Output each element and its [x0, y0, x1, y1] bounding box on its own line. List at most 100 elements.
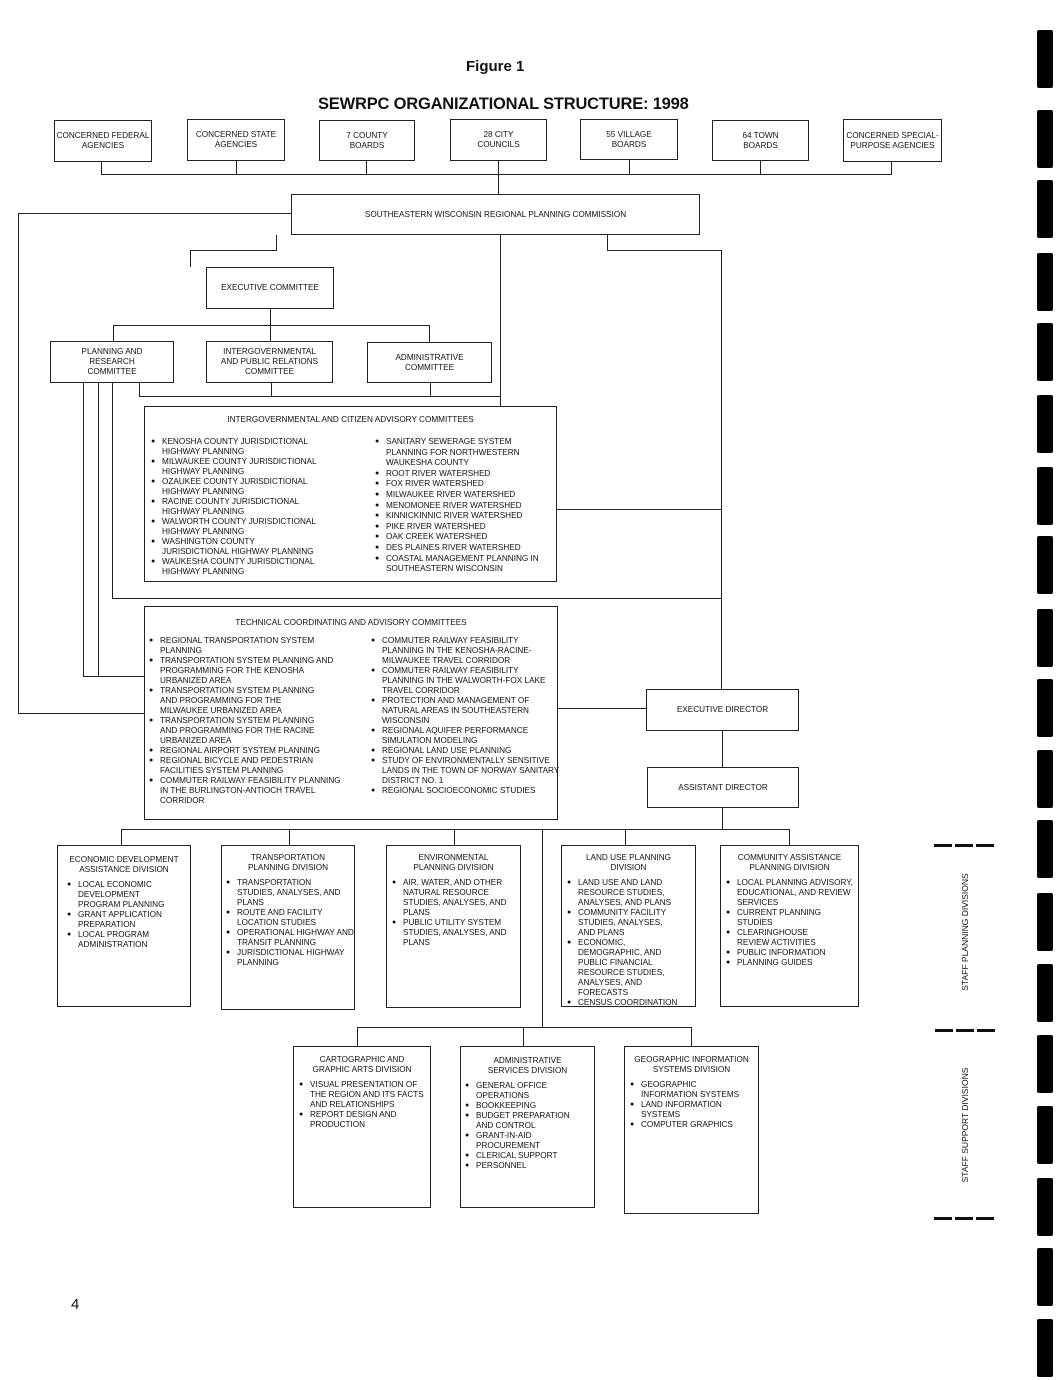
list-item: Air, Water, and Other Natural Resource S… — [392, 878, 511, 918]
list-item: Washington County Jurisdictional Highway… — [151, 537, 322, 557]
division-administrative-services: Administrative Services Division General… — [460, 1046, 595, 1208]
divider-dash — [977, 1029, 995, 1032]
list-item: Regional Land Use Planning — [371, 746, 557, 756]
division-title: Administrative Services Division — [487, 1056, 568, 1075]
list-item: Local Program Administration — [67, 930, 168, 950]
connector — [430, 383, 432, 396]
connector — [429, 325, 431, 342]
division-title: Geographic Information Systems Division — [634, 1055, 749, 1074]
list-item: Commuter Railway Feasibility Planning in… — [371, 636, 542, 666]
divider-dash — [955, 844, 973, 847]
list-item: Clearinghouse Review Activities — [726, 928, 837, 948]
box-label: Executive Director — [676, 705, 769, 714]
division-items: Local Economic Development Program Plann… — [63, 880, 185, 950]
division-items: Local Planning Advisory, Educational, an… — [726, 878, 853, 968]
connector — [101, 174, 892, 176]
list-item: Commuter Railway Feasibility Planning in… — [149, 776, 350, 806]
binding-mark — [1037, 1035, 1053, 1093]
connector — [121, 829, 790, 831]
connector — [366, 161, 368, 175]
division-land-use: Land Use Planning Division Land Use and … — [561, 845, 696, 1008]
side-label-support: Staff Support Divisions — [960, 1067, 970, 1183]
binding-mark — [1037, 253, 1053, 311]
division-items: Visual Presentation of the Region and It… — [299, 1080, 425, 1130]
divider-dash — [935, 1029, 953, 1032]
technical-heading: Technical Coordinating and Advisory Comm… — [235, 618, 467, 627]
list-item: Ozaukee County Jurisdictional Highway Pl… — [151, 477, 322, 497]
list-item: Study of Environmentally Sensitive Lands… — [371, 756, 566, 786]
connector — [691, 1027, 693, 1046]
top-box-federal: Concerned Federal Agencies — [54, 120, 152, 162]
list-item: Local Planning Advisory, Educational, an… — [726, 878, 853, 908]
division-title: Economic Development Assistance Division — [69, 855, 179, 874]
binding-mark — [1037, 964, 1053, 1022]
list-item: Milwaukee River Watershed — [375, 490, 555, 501]
list-item: Computer Graphics — [630, 1120, 753, 1130]
list-item: Racine County Jurisdictional Highway Pla… — [151, 497, 322, 517]
binding-mark — [1037, 679, 1053, 737]
binding-mark — [1037, 323, 1053, 381]
box-label: Southeastern Wisconsin Regional Planning… — [364, 209, 627, 219]
box-label: Concerned Federal Agencies — [56, 131, 150, 150]
division-title: Environmental Planning Division — [413, 853, 494, 872]
list-item: Current Planning Studies — [726, 908, 837, 928]
connector — [558, 708, 648, 710]
connector — [721, 250, 723, 690]
binding-mark — [1037, 609, 1053, 667]
top-box-county: 7 County Boards — [319, 120, 415, 161]
connector — [113, 325, 430, 327]
connector — [625, 829, 627, 845]
divider-dash — [956, 1029, 974, 1032]
division-title: Transportation Planning Division — [247, 853, 329, 872]
binding-mark — [1037, 180, 1053, 238]
box-label: 28 City Councils — [477, 130, 520, 149]
connector — [18, 213, 292, 215]
list-item: Regional Bicycle and Pedestrian Faciliti… — [149, 756, 330, 776]
list-item: Regional Aquifer Performance Simulation … — [371, 726, 532, 746]
list-item: Transportation System Planning and Progr… — [149, 656, 340, 686]
list-item: Local Economic Development Program Plann… — [67, 880, 178, 910]
connector — [236, 161, 238, 175]
list-item: Waukesha County Jurisdictional Highway P… — [151, 557, 322, 577]
list-item: Community Facility Studies, Analyses, an… — [567, 908, 678, 938]
box-label: Executive Committee — [221, 283, 319, 292]
connector — [500, 235, 502, 407]
list-item: Economic, Demographic, and Public Financ… — [567, 938, 690, 998]
list-item: Regional Airport System Planning — [149, 746, 350, 756]
advisory-list-left: Kenosha County Jurisdictional Highway Pl… — [151, 437, 371, 577]
connector — [289, 829, 291, 845]
box-label: 64 Town Boards — [742, 130, 779, 150]
list-item: Public Utility System Studies, Analyses,… — [392, 918, 511, 948]
division-community-assistance: Community Assistance Planning Division L… — [720, 845, 859, 1007]
list-item: Fox River Watershed — [375, 479, 555, 490]
connector — [357, 1027, 692, 1029]
division-title: Cartographic and Graphic Arts Division — [312, 1055, 412, 1074]
connector — [112, 598, 722, 600]
division-items: Geographic Information Systems Land Info… — [630, 1080, 753, 1130]
divider-dash — [934, 1217, 952, 1220]
connector — [607, 250, 722, 252]
division-economic-development: Economic Development Assistance Division… — [57, 845, 191, 1007]
box-label: 55 Village Boards — [606, 129, 652, 149]
connector — [607, 235, 609, 251]
connector — [271, 383, 273, 396]
connector — [112, 383, 114, 599]
connector — [139, 383, 141, 396]
connector — [498, 161, 500, 195]
list-item: Oak Creek Watershed — [375, 532, 555, 543]
division-items: Air, Water, and Other Natural Resource S… — [392, 878, 515, 948]
binding-mark — [1037, 110, 1053, 168]
list-item: Root River Watershed — [375, 469, 555, 480]
connector — [629, 160, 631, 175]
division-cartographic: Cartographic and Graphic Arts Division V… — [293, 1046, 431, 1208]
division-gis: Geographic Information Systems Division … — [624, 1046, 759, 1214]
technical-list-right: Commuter Railway Feasibility Planning in… — [371, 636, 559, 796]
connector — [113, 325, 115, 341]
connector — [789, 829, 791, 845]
divider-dash — [976, 844, 994, 847]
top-box-state: Concerned State Agencies — [187, 119, 285, 161]
connector — [542, 829, 544, 1028]
list-item: Land Information Systems — [630, 1100, 741, 1120]
box-label: Assistant Director — [678, 782, 768, 792]
list-item: Transportation System Planning and Progr… — [149, 686, 330, 716]
